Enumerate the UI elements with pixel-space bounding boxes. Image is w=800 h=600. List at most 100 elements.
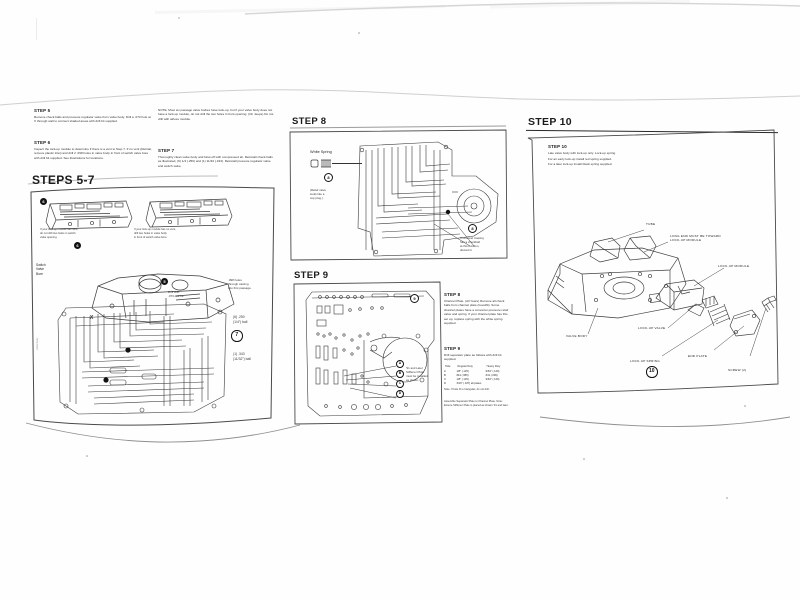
table-row: B #44 (.086) #41 (.096): [444, 374, 512, 378]
separator-marker-d: D: [396, 390, 404, 398]
table-header-regular-duty: Regular Duty: [457, 365, 473, 368]
label-lockup-module: LOCK-UP MODULE: [718, 264, 750, 268]
valve-body-subdiagram-left: [45, 200, 133, 230]
cell-regular: #44 (.086): [456, 374, 469, 378]
scan-speck: [726, 497, 728, 499]
table-row: C 1/8" (.125) 9/64" (.140): [444, 378, 512, 382]
steps-5-7-heading: STEPS 5-7: [32, 173, 95, 187]
step10-title: STEP 10: [548, 144, 567, 149]
label-ball-250: (6) .250 (1/4") ball: [233, 315, 248, 324]
table-header-hole: Hole: [445, 365, 451, 368]
label-stiffener-plate-note: '91 and Later Stiffener Plate must be in…: [406, 366, 428, 383]
scan-speck: [358, 32, 360, 34]
label-end-plate: END PLATE: [688, 354, 708, 358]
callout-bubble-5-main: 5: [161, 278, 168, 285]
steps-5-7-right-note: If your lock-up module has no vent, dril…: [134, 228, 176, 239]
white-spring-icon: [310, 159, 331, 168]
valve-body-3d-diagram: [91, 273, 235, 323]
scan-speck: [744, 405, 746, 407]
panel-step-10: STEP 10 STEP 10 Late valve body with loc…: [524, 116, 782, 406]
cell-hole: C: [444, 378, 446, 382]
panel-step-8: STEP 8 White Spring 8 (Relief valve look…: [288, 112, 518, 262]
step5-body: Remove check balls and pressure regulato…: [34, 115, 151, 124]
callout-bubble-6-upper: 6: [40, 198, 47, 205]
step9-title-a: STEP 8: [444, 292, 461, 297]
separator-plate-drill-table: Hole Regular Duty Heavy Duty A 1/8" (.12…: [444, 364, 512, 387]
scan-artifact-line-left: [36, 18, 37, 40]
panel-step-8-border: [289, 125, 508, 261]
margin-vertical-note: valve body: [36, 337, 39, 350]
step-9-heading: STEP 9: [294, 270, 329, 281]
steps-5-7-note: NOTE: Most six passage valve bodies have…: [158, 108, 274, 121]
label-screw: SCREW (2): [728, 368, 747, 372]
label-long-end-must-be-toward: LONG END MUST BE TOWARD LOCK-UP MODULE: [670, 234, 721, 243]
step5-text-block: STEP 5 Remove check balls and pressure r…: [34, 108, 152, 124]
step9-body-a: Channel Plate. (All Years) Remove all ch…: [444, 299, 509, 326]
separator-plate-diagram: [305, 290, 435, 417]
callout-bubble-9: 9: [410, 294, 419, 303]
panel-step-10-border: [527, 129, 779, 394]
step9-text-block-b: STEP 9 Drill separator plate as follows …: [444, 346, 510, 362]
step7-text-block: STEP 7 Thoroughly clean valve body and b…: [158, 148, 276, 168]
label-098-holes: .098 holes through casting into first pa…: [228, 278, 252, 291]
step10-bullet-1: For an early lock-up install red spring …: [548, 157, 698, 161]
page-bottom-edge: [25, 416, 791, 443]
label-white-spring: White Spring: [310, 150, 332, 154]
label-relief-valve: (Relief valve looks like a cup plug.): [310, 188, 326, 201]
scan-speck: [583, 458, 585, 460]
step9-footnote-2: Assemble Separator Plate to Channel Plat…: [444, 400, 509, 407]
table-header-row: Hole Regular Duty Heavy Duty: [444, 364, 512, 370]
step10-intro: Late valve body with lock-up only. Lock-…: [548, 151, 617, 156]
cell-heavy: #41 (.096): [485, 374, 498, 378]
cell-regular: 3/16" (.187) all plates: [456, 382, 482, 386]
label-tube: TUBE: [646, 222, 656, 226]
callout-bubble-10: 10: [646, 366, 658, 378]
marker-x: X: [90, 315, 94, 321]
step9-title-b: STEP 9: [444, 346, 461, 351]
panel-steps-5-7-border: [27, 175, 275, 426]
step9-text-block-a: STEP 8 Channel Plate. (All Years) Remove…: [444, 292, 510, 326]
step9-body-b: Drill separator plate as follows with dr…: [444, 353, 502, 362]
table-header-heavy-duty: Heavy Duty: [486, 365, 501, 368]
step-8-heading: STEP 8: [292, 116, 327, 127]
valve-body-flat-plate-diagram: [57, 303, 227, 415]
cell-heavy: 9/64" (.140): [485, 378, 500, 382]
leader-white-spring: [332, 163, 362, 164]
scan-speck: [178, 17, 180, 19]
scan-speck: [86, 455, 88, 457]
step5-title: STEP 5: [34, 108, 51, 113]
table-row: D 3/16" (.187) all plates: [444, 382, 512, 386]
label-valve-body: VALVE BODY: [566, 334, 588, 338]
steps-5-7-note-block: NOTE: Most six passage valve bodies have…: [158, 108, 276, 121]
callout-bubble-8-spring: 8: [324, 173, 333, 182]
step7-title: STEP 7: [158, 148, 175, 153]
step-10-heading: STEP 10: [528, 116, 572, 128]
step10-bullet-2-text: For a later lock-up install black spring…: [548, 162, 613, 166]
cell-regular: 1/8" (.125): [456, 378, 469, 382]
label-lockup-spring: LOCK-UP SPRING: [630, 359, 660, 363]
label-switch-valve-bore: Switch Valve Bore: [36, 263, 46, 276]
label-channel-casting-note: If Channel Casting has a checkball at th…: [460, 236, 484, 253]
cell-hole: B: [444, 374, 446, 378]
step10-bullet-2: For a later lock-up install black spring…: [548, 162, 698, 166]
cell-hole: A: [444, 370, 446, 374]
step10-text-block: STEP 10 Late valve body with lock-up onl…: [548, 144, 698, 155]
separator-marker-b: B: [396, 370, 404, 378]
table-body: A 1/8" (.125) 9/64" (.140) B #44 (.086) …: [444, 370, 512, 386]
callout-bubble-7-main: 7: [231, 330, 243, 342]
step6-title: STEP 6: [34, 140, 51, 145]
panel-steps-5-7: STEP 5 Remove check balls and pressure r…: [27, 100, 278, 430]
cell-hole: D: [444, 382, 446, 386]
steps-5-7-left-note: If your lock-up module has vent, do not …: [40, 228, 79, 239]
separator-marker-c: C: [396, 380, 404, 388]
callout-bubble-8-casting: 8: [468, 224, 477, 233]
lockup-exploded-diagram: [547, 229, 777, 357]
step6-text-block: STEP 6 Inspect the lock-up module to det…: [34, 140, 152, 160]
label-ball-343: (1) .343 (11/32") ball: [233, 352, 251, 361]
step6-body: Inspect the lock-up module to determine …: [34, 147, 152, 160]
table-row: A 1/8" (.125) 9/64" (.140): [444, 370, 512, 374]
separator-marker-a: A: [396, 360, 404, 368]
label-lockup-valve: LOCK-UP VALVE: [638, 326, 666, 330]
cell-regular: 1/8" (.125): [456, 370, 469, 374]
